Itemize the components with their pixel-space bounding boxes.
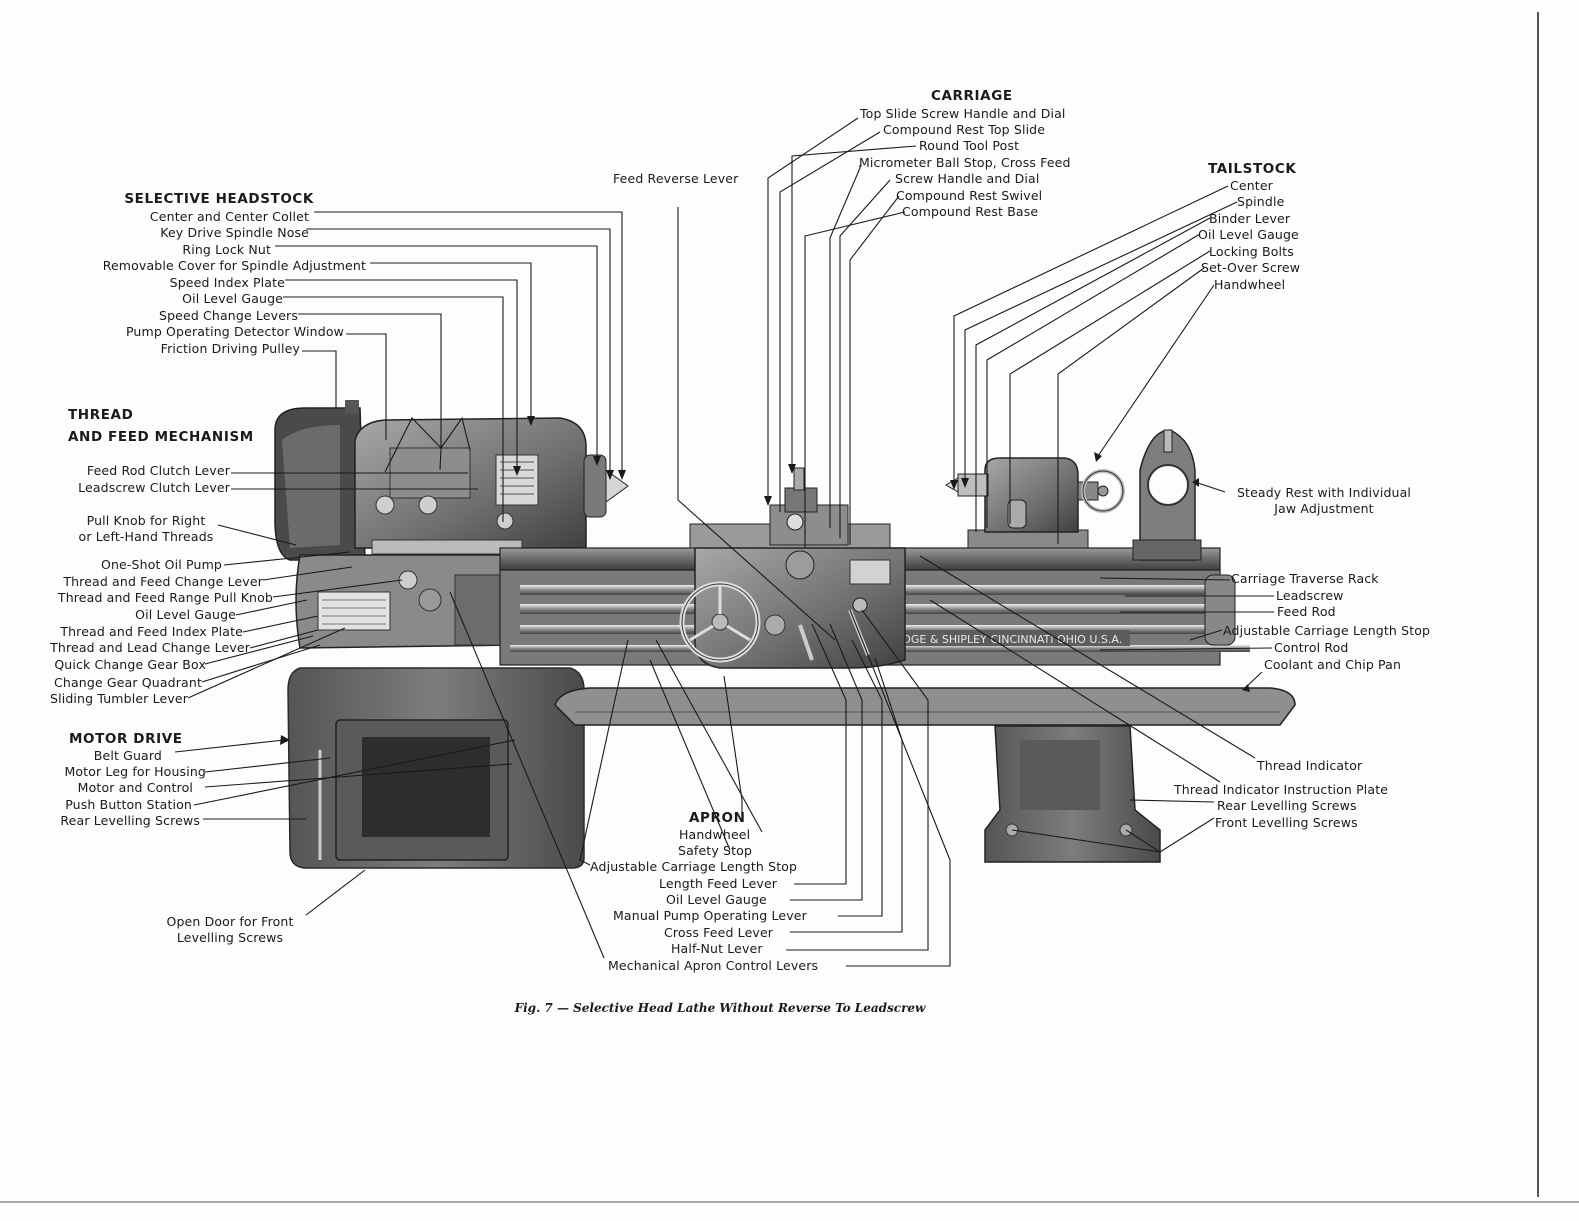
label-length-feed-lever: Length Feed Lever [659,876,778,891]
headstock-item-list: Center and Center Collet Key Drive Spind… [150,209,309,242]
label-front-levelling-right: Front Levelling Screws [1215,815,1358,830]
leader-arrowheads [280,416,1250,745]
label-adjustable-stop-apron: Adjustable Carriage Length Stop [590,859,798,874]
leader-lines [174,117,1274,967]
label-speed-change-levers: Speed Change Levers [158,308,298,323]
paper-edge-right [1537,12,1539,1197]
label-leadscrew: Leadscrew [1276,588,1344,603]
label-rear-levelling-left: Rear Levelling Screws [60,813,200,828]
label-set-over-screw: Set-Over Screw [1201,260,1301,275]
label-pump-detector-window: Pump Operating Detector Window [125,324,344,339]
label-range-pull-knob: Thread and Feed Range Pull Knob [57,590,273,605]
headstock-body [354,417,629,555]
label-mechanical-apron-levers: Mechanical Apron Control Levers [608,958,819,973]
quick-change-gearbox [295,554,521,649]
label-thread-indicator-plate: Thread Indicator Instruction Plate [1174,782,1389,797]
label-motor-leg: Motor Leg for Housing [64,764,206,779]
label-key-drive-spindle-nose: Key Drive Spindle Nose [160,225,309,241]
label-leadscrew-clutch: Leadscrew Clutch Lever [78,480,230,495]
label-compound-rest-swivel: Compound Rest Swivel [896,188,1043,203]
label-compound-top-slide: Compound Rest Top Slide [883,122,1046,137]
label-thread-feed-change-lever: Thread and Feed Change Lever [63,574,263,589]
figure-caption: Fig. 7 — Selective Head Lathe Without Re… [514,1001,926,1015]
motor-drive-title: MOTOR DRIVE [69,731,183,747]
headstock-cabinet [287,667,585,869]
label-open-door-2: Levelling Screws [176,930,284,946]
label-removable-cover: Removable Cover for Spindle Adjustment [102,258,366,273]
label-half-nut-lever: Half-Nut Lever [671,941,763,956]
label-quick-change-gear-box: Quick Change Gear Box [54,657,206,672]
label-binder-lever: Binder Lever [1209,211,1291,226]
label-control-rod: Control Rod [1274,640,1349,655]
label-steady-rest-1: Steady Rest with Individual [1236,485,1412,500]
label-feed-rod: Feed Rod [1277,604,1336,619]
label-coolant-chip-pan: Coolant and Chip Pan [1264,657,1402,672]
label-tail-center: Center [1230,178,1273,193]
label-rear-levelling-right: Rear Levelling Screws [1217,798,1357,813]
paper-edge-bottom [0,1201,1579,1203]
belt-guard [274,400,366,561]
label-oil-level-gauge-gearbox: Oil Level Gauge [135,607,236,622]
label-open-door: Open Door for Front Levelling Screws [150,914,310,947]
label-tail-oil-level-gauge: Oil Level Gauge [1198,227,1299,242]
label-manual-pump-lever: Manual Pump Operating Lever [613,908,807,923]
label-open-door-1: Open Door for Front [166,914,294,929]
label-thread-indicator: Thread Indicator [1257,758,1363,773]
label-top-slide-screw: Top Slide Screw Handle and Dial [860,106,1066,121]
label-pull-knob-1: Pull Knob for Right [86,513,206,528]
label-micrometer-ball-stop: Micrometer Ball Stop, Cross Feed [859,155,1071,170]
label-thread-lead-change-lever: Thread and Lead Change Lever [50,640,250,655]
label-push-button-station: Push Button Station [65,797,192,812]
coolant-chip-pan [554,687,1296,726]
label-round-tool-post: Round Tool Post [919,138,1020,153]
label-apron-oil-level-gauge: Oil Level Gauge [666,892,767,907]
label-apron-handwheel: Handwheel [679,827,751,842]
label-belt-guard: Belt Guard [93,748,162,763]
label-tail-handwheel: Handwheel [1214,277,1286,292]
label-locking-bolts: Locking Bolts [1209,244,1294,259]
tailstock-leg [984,725,1161,863]
label-tail-spindle: Spindle [1237,194,1285,209]
label-carriage-traverse-rack: Carriage Traverse Rack [1231,571,1379,586]
lathe-machine: LODGE & SHIPLEY CINCINNATI OHIO U.S.A. [274,400,1296,869]
headstock-title: SELECTIVE HEADSTOCK [124,191,314,207]
label-motor-control: Motor and Control [77,780,193,795]
thread-feed-title-2: AND FEED MECHANISM [68,429,254,445]
carriage-title: CARRIAGE [931,88,1013,104]
label-friction-driving-pulley: Friction Driving Pulley [160,341,300,356]
label-feed-rod-clutch: Feed Rod Clutch Lever [86,463,230,478]
label-pull-knob-2: or Left-Hand Threads [78,529,214,545]
label-screw-handle-dial: Screw Handle and Dial [895,171,1040,186]
tailstock-body [945,457,1125,549]
label-adjustable-stop-right: Adjustable Carriage Length Stop [1223,623,1431,638]
label-oil-level-gauge-head: Oil Level Gauge [182,291,283,306]
label-one-shot-oil-pump: One-Shot Oil Pump [100,557,222,572]
label-steady-rest-2: Jaw Adjustment [1274,501,1374,517]
cabinet-vent-grille [362,737,490,837]
label-center-collet: Center and Center Collet [149,209,309,224]
label-pull-knob: Pull Knob for Right or Left-Hand Threads [66,513,226,546]
apron-title: APRON [689,810,746,826]
label-feed-reverse-lever: Feed Reverse Lever [613,171,739,186]
headstock-labels: SELECTIVE HEADSTOCK [124,191,314,207]
label-change-gear-quadrant: Change Gear Quadrant [54,675,202,690]
label-index-plate: Thread and Feed Index Plate [60,624,243,639]
tailstock-title: TAILSTOCK [1208,161,1297,177]
label-compound-rest-base: Compound Rest Base [902,204,1039,219]
label-ring-lock-nut: Ring Lock Nut [182,242,271,257]
carriage-apron [679,467,906,669]
bed-nameplate: LODGE & SHIPLEY CINCINNATI OHIO U.S.A. [888,633,1122,646]
label-sliding-tumbler-lever: Sliding Tumbler Lever [50,691,188,706]
label-safety-stop: Safety Stop [678,843,753,858]
label-cross-feed-lever: Cross Feed Lever [664,925,774,940]
thread-feed-title-1: THREAD [68,407,134,423]
steady-rest [1132,429,1202,561]
label-speed-index-plate: Speed Index Plate [169,275,285,290]
label-steady-rest: Steady Rest with Individual Jaw Adjustme… [1224,485,1424,518]
